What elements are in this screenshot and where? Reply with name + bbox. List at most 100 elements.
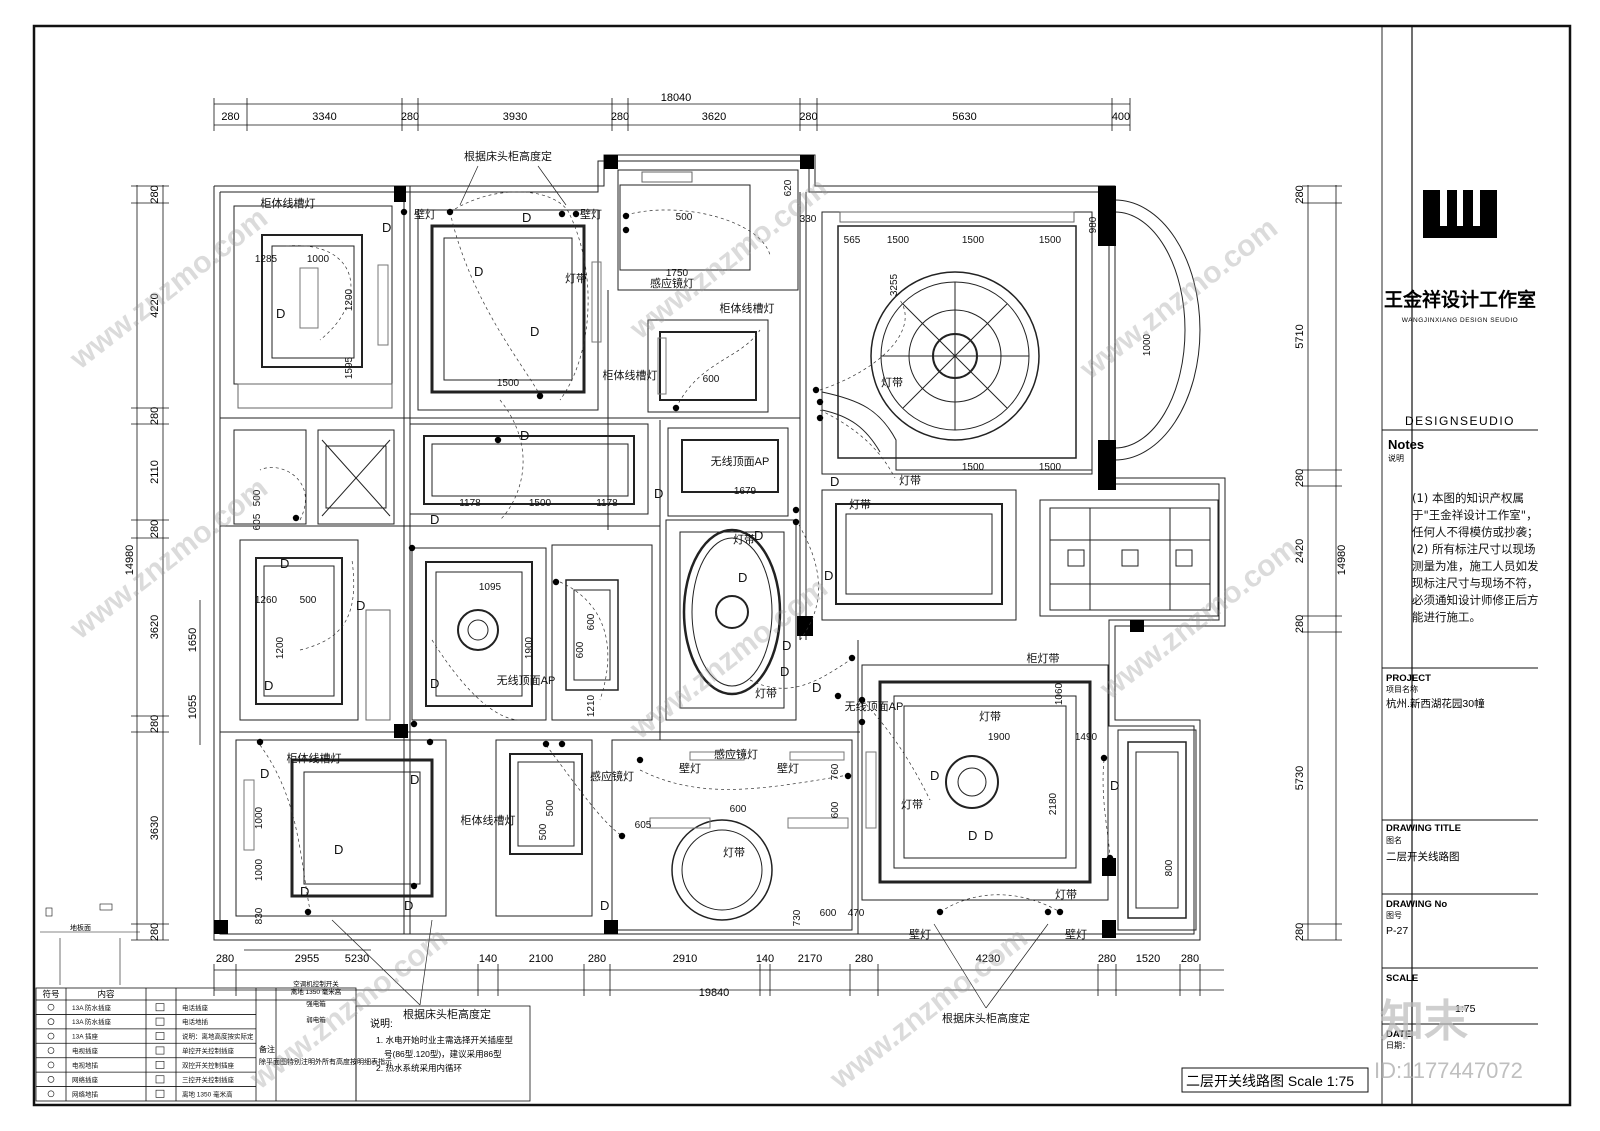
rd-r7-0: 500 <box>252 489 263 506</box>
left-dim-7: 3630 <box>149 816 161 840</box>
left-dim-2: 280 <box>149 407 161 425</box>
legend-row-4-a: 电视地插 <box>72 1061 99 1070</box>
rd-r4-7: 1500 <box>962 462 985 473</box>
bottom-total-dim: 19840 <box>699 987 730 999</box>
rd-r3-3: 330 <box>800 214 817 225</box>
rd-r12-0: 1000 <box>254 806 265 829</box>
switch-d-mark-24: D <box>930 768 939 783</box>
room-dimension-numbers: 1285 1000 1200 1595 1500 500 1750 620 33… <box>252 179 1175 926</box>
design-label: DESIGNSEUDIO <box>1405 414 1515 428</box>
rd-r3-0: 500 <box>676 212 693 223</box>
notes-box-item-2: 2. 热水系统采用内循环 <box>376 1063 462 1073</box>
switch-dot-16 <box>834 692 842 700</box>
label-cabinet-slot-1: 柜体线槽灯 <box>261 196 316 210</box>
top-dim-5: 3620 <box>702 111 726 123</box>
switch-d-mark-16: D <box>782 638 791 653</box>
switch-dot-11 <box>494 436 502 444</box>
label-cabinet-slot-5: 柜体线槽灯 <box>461 813 516 827</box>
room-ap <box>667 427 789 517</box>
label-light-strip-5: 灯带 <box>733 533 755 546</box>
notes-label: Notes <box>1388 437 1424 452</box>
switch-dot-12 <box>292 514 300 522</box>
switch-dot-26 <box>304 908 312 916</box>
switch-d-mark-14: D <box>264 678 273 693</box>
switch-dot-4 <box>622 212 630 220</box>
rd-r1-3: 1595 <box>344 356 355 379</box>
label-wall-lamp-5: 壁灯 <box>909 927 931 941</box>
legend-side-2: 离地 1350 毫米高 <box>291 987 342 996</box>
right-total-dim: 14980 <box>1336 545 1348 576</box>
legend-side-3: 强电箱 <box>306 999 326 1008</box>
switch-dot-1 <box>446 208 454 216</box>
bottom-dim-11: 1520 <box>1136 953 1160 965</box>
exterior-wall <box>213 154 1226 941</box>
drawing-no-cn: 图号 <box>1386 911 1402 920</box>
rd-r10-2: 1210 <box>586 694 597 717</box>
label-sensor-mirror-2: 感应镜灯 <box>714 747 758 761</box>
rd-r10-1: 600 <box>575 641 586 658</box>
bottom-dim-0: 280 <box>216 953 234 965</box>
right-dim-4: 280 <box>1294 615 1306 633</box>
rd-r11-3: 1060 <box>1054 682 1065 705</box>
label-light-strip-4: 灯带 <box>849 498 871 511</box>
rd-r8-0: 1260 <box>255 595 278 606</box>
rd-r11-4: 760 <box>830 763 841 780</box>
legend-row-2-a: 13A 插座 <box>72 1032 99 1041</box>
rd-r6-1: 1500 <box>529 498 552 509</box>
rd-r8-1: 500 <box>300 595 317 606</box>
rd-r15-0: 600 <box>830 801 841 818</box>
notes-box-title: 说明: <box>370 1017 393 1030</box>
rd-r4-3: 1500 <box>1039 235 1062 246</box>
room-oval-hall <box>665 519 797 721</box>
label-sensor-mirror-1: 感应镜灯 <box>650 276 694 290</box>
legend-table <box>35 987 357 1102</box>
left-dim-1: 4220 <box>149 293 161 317</box>
bottom-dim-8: 280 <box>855 953 873 965</box>
top-dim-8: 400 <box>1112 111 1130 123</box>
switch-circuits <box>259 191 1111 913</box>
legend-height-diagram <box>40 903 140 985</box>
rd-r12-2: 830 <box>254 907 265 924</box>
left-dimension-chain <box>136 185 201 940</box>
label-wireless-ap-3: 无线顶面AP <box>845 699 904 713</box>
label-wall-lamp-4: 壁灯 <box>777 761 799 775</box>
caption-box <box>1181 1067 1369 1093</box>
rd-r8-2: 1200 <box>275 636 286 659</box>
studio-logo-mark <box>1423 190 1497 238</box>
room-annotations: 根据床头柜高度定 柜体线槽灯 壁灯 壁灯 灯带 感应镜灯 柜体线槽灯 柜体线槽灯… <box>261 149 1088 1025</box>
room-14 <box>611 739 853 931</box>
scale-value: 1:75 <box>1455 1003 1476 1015</box>
rd-r7-1: 605 <box>252 513 263 530</box>
top-dim-7: 5630 <box>952 111 976 123</box>
switch-dot-21 <box>410 720 418 728</box>
rd-r1-0: 1285 <box>255 254 278 265</box>
left-inner-dim-2: 1055 <box>187 695 199 719</box>
rd-r2-0: 1500 <box>497 378 520 389</box>
switch-dot-23 <box>256 738 264 746</box>
rd-r4-2: 1500 <box>962 235 985 246</box>
label-light-strip-7: 灯带 <box>979 710 1001 723</box>
left-dim-8: 280 <box>149 923 161 941</box>
switch-dot-31 <box>936 908 944 916</box>
legend-row-3-a: 电视插座 <box>72 1046 99 1055</box>
rd-r9-1: 1900 <box>524 636 535 659</box>
drawing-title-value: 二层开关线路图 <box>1386 850 1460 863</box>
bottom-dim-6: 140 <box>756 953 774 965</box>
left-total-dim: 14980 <box>124 545 136 576</box>
label-light-strip-8: 灯带 <box>901 798 923 811</box>
notes-item-1-line-2: 号(86型.120型)，建议采用86型 <box>384 1049 502 1059</box>
legend-remark-text: 除平面图特别注明外所有高度按明细表指示 <box>259 1057 392 1066</box>
switch-points <box>256 208 1114 916</box>
structural-columns <box>214 155 1144 938</box>
legend-header-content: 内容 <box>97 989 115 999</box>
label-cabinet-slot-4: 柜体线槽灯 <box>287 751 342 765</box>
legend-row-2-b: 说明：离地高度按实际定 <box>182 1032 254 1041</box>
switch-dot-2 <box>558 210 566 218</box>
label-light-strip-9: 灯带 <box>723 846 745 859</box>
room-10 <box>551 544 653 721</box>
switch-d-mark-3: D <box>530 324 539 339</box>
label-wall-lamp-3: 壁灯 <box>679 761 701 775</box>
switch-dot-35 <box>1106 854 1114 862</box>
